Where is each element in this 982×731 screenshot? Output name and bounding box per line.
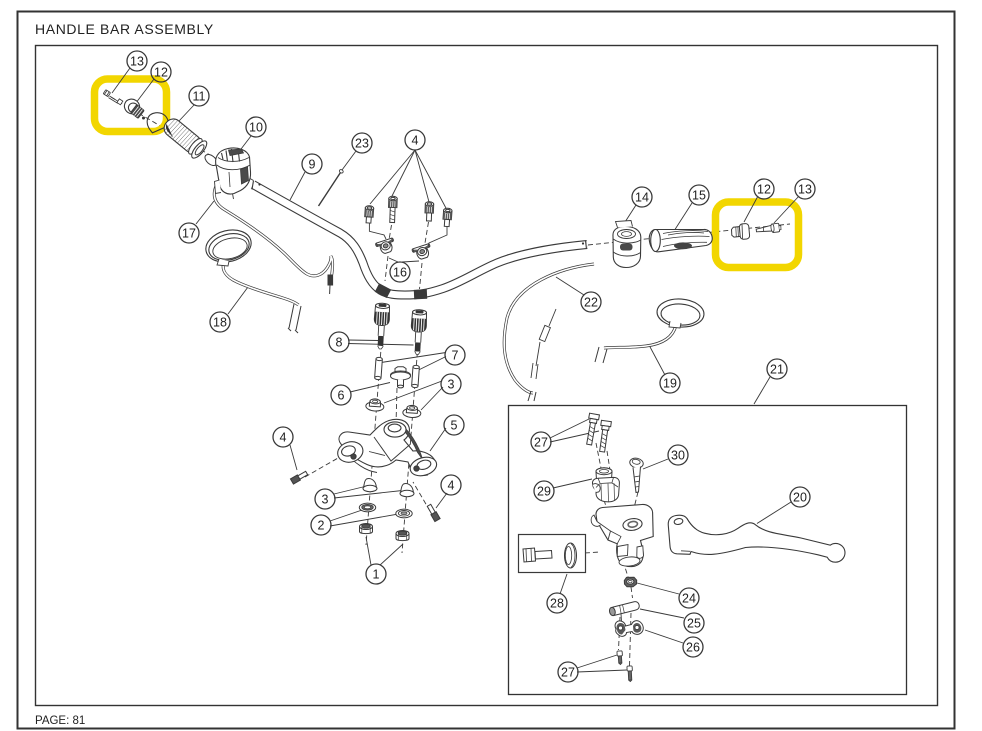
svg-text:PAGE: 81: PAGE: 81	[35, 715, 85, 727]
svg-text:25: 25	[687, 617, 701, 631]
svg-text:24: 24	[682, 592, 696, 606]
svg-text:3: 3	[322, 493, 329, 507]
svg-text:15: 15	[692, 189, 706, 203]
svg-text:23: 23	[355, 137, 369, 151]
svg-text:30: 30	[671, 449, 685, 463]
svg-text:5: 5	[451, 419, 458, 433]
svg-text:2: 2	[318, 519, 325, 533]
svg-text:3: 3	[448, 378, 455, 392]
svg-text:13: 13	[130, 55, 144, 69]
svg-text:1: 1	[373, 568, 380, 582]
svg-text:22: 22	[584, 296, 598, 310]
svg-text:9: 9	[309, 158, 316, 172]
svg-text:4: 4	[412, 134, 419, 148]
svg-text:13: 13	[798, 183, 812, 197]
svg-text:18: 18	[213, 316, 227, 330]
svg-text:29: 29	[537, 485, 551, 499]
svg-text:27: 27	[534, 436, 548, 450]
svg-text:4: 4	[448, 479, 455, 493]
svg-text:26: 26	[686, 641, 700, 655]
svg-text:20: 20	[793, 491, 807, 505]
svg-text:HANDLE BAR ASSEMBLY: HANDLE BAR ASSEMBLY	[35, 21, 214, 37]
svg-text:11: 11	[193, 90, 206, 104]
svg-text:8: 8	[336, 336, 343, 350]
svg-text:7: 7	[452, 349, 459, 363]
svg-text:17: 17	[182, 227, 196, 241]
svg-text:14: 14	[635, 191, 649, 205]
svg-text:27: 27	[561, 666, 575, 680]
svg-text:16: 16	[393, 266, 407, 280]
svg-text:6: 6	[338, 389, 345, 403]
svg-text:21: 21	[770, 363, 784, 377]
svg-text:28: 28	[550, 597, 564, 611]
svg-text:4: 4	[280, 431, 287, 445]
svg-text:12: 12	[757, 183, 771, 197]
svg-text:10: 10	[249, 121, 263, 135]
svg-text:12: 12	[154, 66, 168, 80]
svg-text:19: 19	[663, 377, 677, 391]
